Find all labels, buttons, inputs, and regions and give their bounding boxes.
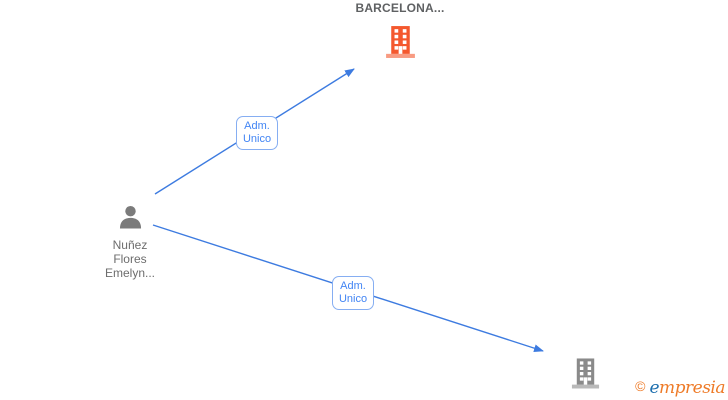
building-icon[interactable] bbox=[570, 356, 601, 390]
person-icon[interactable] bbox=[117, 203, 144, 232]
node-company-top[interactable]: BARCELONA... bbox=[320, 1, 480, 59]
node-company-bottom[interactable] bbox=[550, 356, 620, 390]
person-name-label: Nuñez Flores Emelyn... bbox=[105, 238, 155, 280]
edge-label-line2: Unico bbox=[242, 133, 272, 145]
building-icon[interactable] bbox=[384, 24, 417, 59]
copyright-icon: © bbox=[635, 378, 646, 394]
person-name-line3: Emelyn... bbox=[104, 266, 155, 280]
person-name-line1: Nuñez bbox=[112, 238, 148, 252]
node-person[interactable]: Nuñez Flores Emelyn... bbox=[70, 203, 190, 280]
brand-rest: mpresia bbox=[659, 378, 726, 398]
person-name-line2: Flores bbox=[113, 252, 147, 266]
brand-initial: e bbox=[649, 378, 659, 398]
edge-label-line1: Adm. bbox=[244, 120, 270, 132]
company-top-label: BARCELONA... bbox=[355, 1, 445, 15]
edge-label-line2: Unico bbox=[338, 293, 368, 305]
edge-label-adm-unico-bottom[interactable]: Adm. Unico bbox=[332, 276, 374, 310]
edge-label-adm-unico-top[interactable]: Adm. Unico bbox=[236, 116, 278, 150]
empresia-logo[interactable]: ©empresia bbox=[635, 378, 725, 398]
edge-label-line1: Adm. bbox=[340, 280, 366, 292]
